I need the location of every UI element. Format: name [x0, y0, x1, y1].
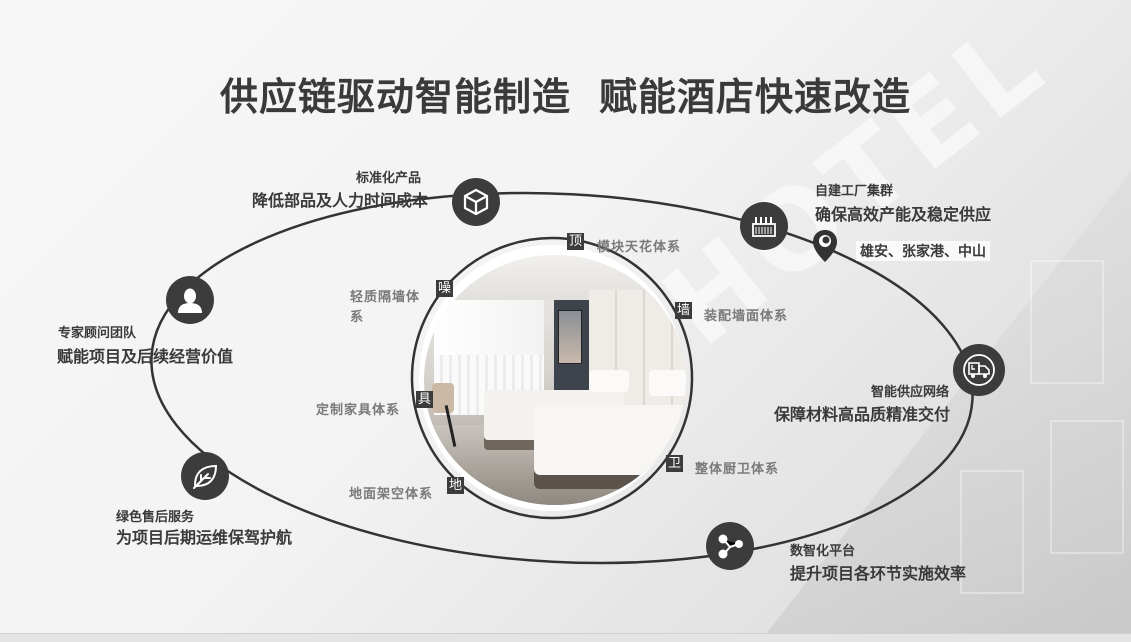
label-ceiling-system: 模块天花体系	[597, 240, 682, 255]
factory-cluster-subtitle: 自建工厂集群	[815, 184, 894, 199]
tag-furniture: 具	[416, 391, 433, 408]
hotel-room-photo	[424, 255, 686, 505]
tag-wall: 墙	[675, 302, 692, 319]
background-window	[1050, 420, 1124, 554]
supply-network-headline: 保障材料高品质精准交付	[774, 405, 951, 424]
factory-cluster-node	[740, 202, 788, 250]
label-wall-system: 装配墙面体系	[704, 309, 789, 324]
share-network-icon	[718, 534, 743, 559]
digital-platform-node	[706, 522, 754, 570]
delivery-truck-icon	[963, 354, 995, 386]
expert-team-node	[166, 276, 214, 324]
cube-icon	[463, 188, 489, 216]
digital-platform-subtitle: 数智化平台	[790, 544, 856, 559]
tag-ceiling: 顶	[567, 233, 584, 250]
after-sales-subtitle: 绿色售后服务	[116, 510, 195, 525]
standard-product-subtitle: 标准化产品	[356, 171, 422, 186]
factory-locations: 雄安、张家港、中山	[856, 241, 990, 261]
factory-icon	[752, 217, 776, 237]
title-part-2: 赋能酒店快速改造	[599, 75, 912, 119]
digital-platform-headline: 提升项目各环节实施效率	[790, 564, 967, 583]
after-sales-headline: 为项目后期运维保驾护航	[116, 528, 293, 547]
user-icon	[178, 288, 202, 313]
title-part-1: 供应链驱动智能制造	[219, 75, 571, 119]
page-title: 供应链驱动智能制造赋能酒店快速改造	[0, 66, 1131, 121]
label-floor-system: 地面架空体系	[349, 487, 434, 502]
tag-floor: 地	[447, 477, 464, 494]
background-window	[960, 470, 1024, 594]
expert-team-headline: 赋能项目及后续经营价值	[57, 347, 234, 366]
tag-bathroom: 卫	[666, 455, 683, 472]
label-bathroom-system: 整体厨卫体系	[695, 462, 780, 477]
standard-product-headline: 降低部品及人力时间成本	[252, 191, 429, 210]
supply-network-subtitle: 智能供应网络	[871, 385, 950, 400]
label-furniture-system: 定制家具体系	[316, 403, 401, 418]
background-window	[1030, 260, 1104, 384]
inner-orbit	[410, 236, 694, 520]
label-partition-system-line2: 系	[350, 310, 365, 325]
expert-team-subtitle: 专家顾问团队	[58, 326, 137, 341]
label-partition-system-line1: 轻质隔墙体	[350, 290, 421, 305]
factory-cluster-headline: 确保高效产能及稳定供应	[815, 205, 992, 224]
leaf-icon	[193, 464, 218, 489]
bottom-bar	[0, 633, 1131, 642]
standard-product-node	[452, 178, 500, 226]
after-sales-node	[181, 452, 229, 500]
tag-partition: 噪	[436, 280, 453, 297]
supply-network-node	[955, 346, 1003, 394]
map-pin-icon	[813, 230, 837, 262]
outer-orbit	[150, 191, 974, 565]
